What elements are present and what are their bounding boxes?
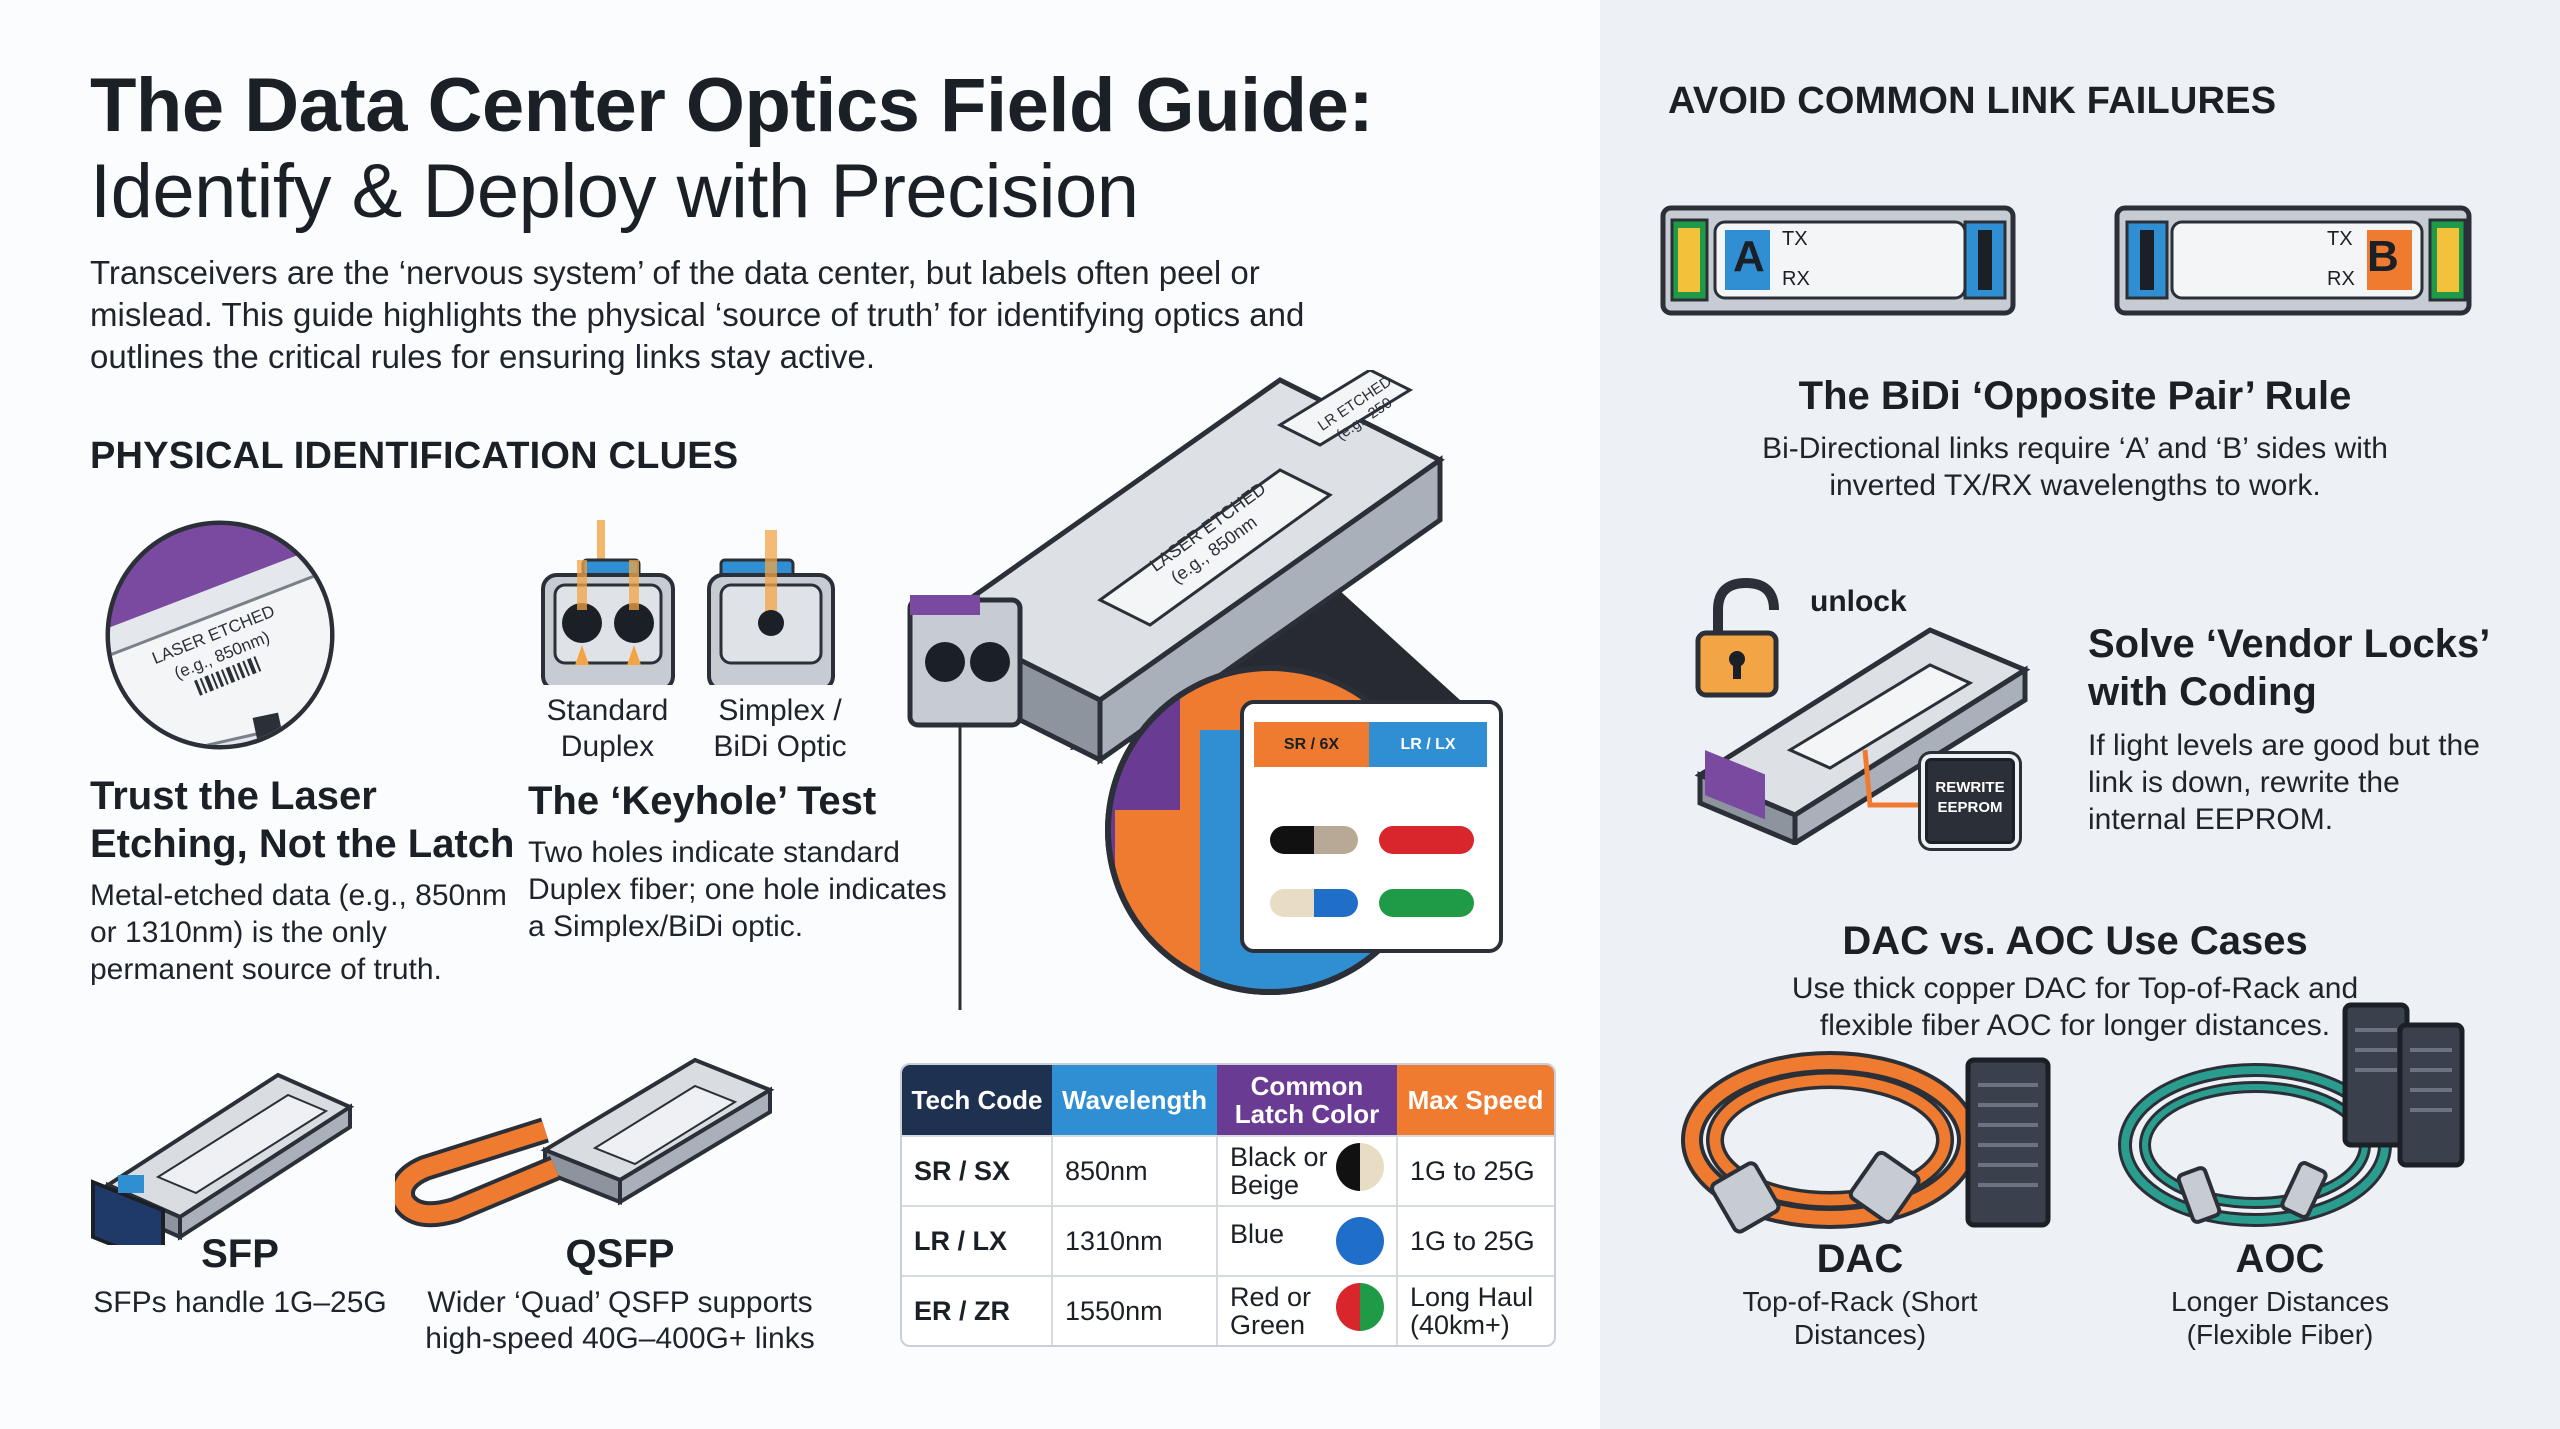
swatch-red [1379, 826, 1474, 854]
bidi-b-letter: B [2367, 232, 2399, 281]
trust-laser-body: Metal-etched data (e.g., 850nm or 1310nm… [90, 879, 507, 986]
trust-laser-title: Trust the Laser Etching, Not the Latch [90, 774, 515, 866]
keyhole-title: The ‘Keyhole’ Test [528, 779, 877, 823]
dac-body: Top-of-Rack (Short Distances) [1742, 1286, 1978, 1350]
latch-text: Blue [1230, 1218, 1285, 1249]
table-header-tech-code: Tech Code [902, 1065, 1052, 1136]
qsfp-body: Wider ‘Quad’ QSFP supports high-speed 40… [425, 1286, 815, 1355]
sfp-module-illustration [91, 1072, 355, 1245]
latch-color-dot [1336, 1217, 1384, 1265]
laser-etching-closeup-illustration: LASER ETCHED (e.g., 850nm) [105, 520, 335, 750]
table-cell-code: LR / LX [902, 1205, 1053, 1276]
keyhole-body: Two holes indicate standard Duplex fiber… [528, 836, 947, 943]
vendor-lock-body: If light levels are good but the link is… [2088, 729, 2480, 836]
link-failures-heading: AVOID COMMON LINK FAILURES [1668, 80, 2277, 122]
sfp-title: SFP [201, 1232, 279, 1276]
eeprom-chip-icon: REWRITE EEPROM [1925, 758, 2015, 844]
sfp-latch [91, 1179, 165, 1245]
qsfp-pull-tab [395, 1121, 559, 1224]
swatch-black [1270, 826, 1314, 854]
bidi-a-rx: RX [1782, 268, 1810, 290]
card-tag-right: LR / LX [1369, 722, 1487, 767]
optics-reference-table: Tech Code Wavelength Common Latch Color … [900, 1063, 1556, 1347]
table-cell-speed: 1G to 25G [1397, 1205, 1554, 1276]
table-cell-latch: Black or Beige [1217, 1135, 1398, 1206]
table-cell-code: SR / SX [902, 1135, 1053, 1206]
table-header-row: Tech Code Wavelength Common Latch Color … [902, 1065, 1554, 1136]
page-title: The Data Center Optics Field Guide: [90, 63, 1374, 148]
table-cell-wavelength: 1550nm [1052, 1275, 1218, 1345]
card-tag-left: SR / 6X [1254, 722, 1369, 767]
unlock-label: unlock [1810, 585, 1907, 618]
swatch-green [1379, 889, 1474, 917]
swatch-beige [1314, 826, 1358, 854]
physical-section-heading: PHYSICAL IDENTIFICATION CLUES [90, 435, 739, 477]
table-cell-speed: Long Haul (40km+) [1397, 1275, 1554, 1345]
bidi-a-module-illustration [1660, 205, 2016, 316]
bidi-b-module-illustration [2114, 205, 2472, 316]
swatch-blue [1314, 889, 1358, 917]
table-cell-wavelength: 1310nm [1052, 1205, 1218, 1276]
bidi-rule-title: The BiDi ‘Opposite Pair’ Rule [1798, 374, 2352, 418]
dac-aoc-title: DAC vs. AOC Use Cases [1842, 919, 2308, 963]
qsfp-module-illustration [395, 1057, 775, 1228]
aoc-title: AOC [2235, 1237, 2325, 1281]
bidi-b-rx: RX [2327, 268, 2355, 290]
aoc-body: Longer Distances (Flexible Fiber) [2171, 1286, 2389, 1350]
dac-title: DAC [1816, 1237, 1904, 1281]
chip-line2: EEPROM [1937, 799, 2003, 816]
vendor-lock-illustration [1694, 577, 2031, 845]
keyhole-ports-illustration [541, 520, 835, 685]
table-cell-code: ER / ZR [902, 1275, 1053, 1345]
latch-text: Red or Green [1230, 1282, 1312, 1340]
server-rack-icon [2397, 1022, 2465, 1168]
dac-cable-illustration [1681, 1051, 2051, 1234]
bidi-rule-body: Bi-Directional links require ‘A’ and ‘B’… [1762, 432, 2388, 502]
vendor-lock-title: Solve ‘Vendor Locks’ with Coding [2088, 622, 2489, 714]
simplex-caption: Simplex / BiDi Optic [713, 694, 847, 763]
dac-aoc-body: Use thick copper DAC for Top-of-Rack and… [1791, 972, 2359, 1042]
sfp-body: SFPs handle 1G–25G [93, 1286, 387, 1319]
table-cell-latch: Blue [1217, 1205, 1398, 1276]
table-row: SR / SX 850nm Black or Beige 1G to 25G [902, 1135, 1554, 1206]
swatch-cream [1270, 889, 1314, 917]
bidi-a-tx: TX [1782, 228, 1808, 250]
table-header-wavelength: Wavelength [1052, 1065, 1217, 1136]
bidi-a-letter: A [1733, 232, 1765, 281]
table-row: ER / ZR 1550nm Red or Green Long Haul (4… [902, 1275, 1554, 1345]
chip-line1: REWRITE [1935, 779, 2005, 796]
page-subtitle: Identify & Deploy with Precision [90, 149, 1139, 234]
table-cell-speed: 1G to 25G [1397, 1135, 1554, 1206]
intro-paragraph: Transceivers are the ‘nervous system’ of… [90, 254, 1305, 375]
table-cell-wavelength: 850nm [1052, 1135, 1218, 1206]
bidi-b-tx: TX [2327, 228, 2353, 250]
latch-text: Black or Beige [1230, 1142, 1328, 1200]
duplex-caption: Standard Duplex [546, 694, 669, 763]
aoc-cable-illustration [2118, 1002, 2465, 1227]
latch-color-dot [1336, 1143, 1384, 1191]
qsfp-title: QSFP [565, 1232, 675, 1276]
table-header-max-speed: Max Speed [1397, 1065, 1554, 1136]
latch-color-dot [1336, 1283, 1384, 1331]
latch-color-card: SR / 6X LR / LX [1240, 700, 1503, 953]
table-row: LR / LX 1310nm Blue 1G to 25G [902, 1205, 1554, 1276]
table-header-latch-color: Common Latch Color [1217, 1065, 1397, 1136]
table-cell-latch: Red or Green [1217, 1275, 1398, 1345]
